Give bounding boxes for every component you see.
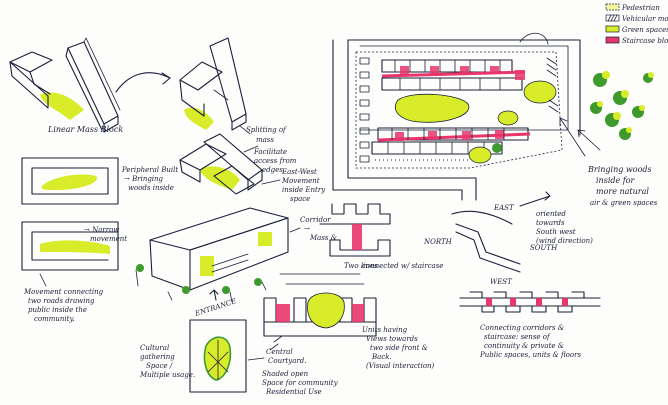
note-connecting-roads-4: community. bbox=[34, 315, 75, 323]
note-bringing-woods-3: more natural bbox=[596, 187, 649, 196]
note-connecting-corridors-4: Public spaces, units & floors bbox=[479, 351, 581, 359]
note-facilitate-1: Facilitate bbox=[253, 148, 287, 156]
legend-staircase: Staircase block bbox=[622, 37, 668, 45]
note-splitting-2: mass bbox=[256, 136, 274, 144]
label-linear-mass: Linear Mass Block bbox=[47, 125, 123, 134]
note-connecting-roads-2: two roads drawing bbox=[28, 297, 95, 305]
legend-green: Green spaces bbox=[622, 26, 668, 34]
label-west: WEST bbox=[490, 278, 513, 286]
two-lines-diagram: Two lines connected w/ staircase bbox=[320, 204, 443, 270]
note-oriented-1: oriented bbox=[536, 210, 566, 218]
label-north: NORTH bbox=[423, 238, 453, 246]
note-cultural-4: Multiple usage. bbox=[139, 371, 195, 379]
note-east-west-4: space bbox=[290, 195, 310, 203]
split-mass-sketch: Splitting of mass bbox=[180, 38, 287, 144]
note-units-having-3: two side front & bbox=[370, 344, 428, 352]
note-connecting-roads-1: Movement connecting bbox=[23, 288, 104, 296]
note-units-having-2: Views towards bbox=[366, 335, 418, 343]
label-east: EAST bbox=[493, 204, 515, 212]
label-south: SOUTH bbox=[530, 244, 558, 252]
orientation-diagram: EAST NORTH SOUTH WEST oriented towards S… bbox=[423, 192, 593, 286]
facilitate-access-sketch: Facilitate access from edges East-West M… bbox=[180, 134, 326, 203]
connecting-corridor-diagram: Connecting corridors & staircase: sense … bbox=[460, 292, 600, 359]
top-row-blocks bbox=[382, 60, 525, 90]
narrow-movement-plan: → Narrow movement Movement connecting tw… bbox=[22, 222, 127, 323]
note-corridor-3: Mass & bbox=[309, 234, 337, 242]
perspective-building: ENTRANCE Corridor → Mass & bbox=[136, 208, 337, 318]
label-entrance: ENTRANCE bbox=[193, 297, 237, 318]
note-connecting-corridors-2: staircase: sense of bbox=[484, 333, 551, 341]
note-shaded-2: Space for community bbox=[262, 379, 339, 387]
note-corridor-1: Corridor bbox=[300, 216, 331, 224]
note-connecting-corridors-3: continuity & private & bbox=[484, 342, 564, 350]
linear-mass-sketch: Linear Mass Block bbox=[10, 38, 170, 134]
note-shaded-1: Shaded open bbox=[262, 370, 309, 378]
central-courtyard-diagram: Cultural gathering Space / Multiple usag… bbox=[139, 320, 339, 396]
note-peripheral-1: Peripheral Built bbox=[121, 166, 178, 174]
note-east-west-1: East-West bbox=[281, 168, 317, 176]
note-shaded-3: Residential Use bbox=[265, 388, 322, 396]
site-plan bbox=[333, 33, 654, 200]
note-units-having-4: Back. bbox=[371, 353, 392, 361]
note-facilitate-3: edges bbox=[262, 166, 283, 174]
note-cultural-1: Cultural bbox=[140, 344, 169, 352]
bottom-row-blocks bbox=[372, 128, 530, 154]
note-narrow-2: movement bbox=[90, 235, 127, 243]
note-central-1: Central bbox=[266, 348, 293, 356]
note-central-2: Courtyard. bbox=[268, 357, 306, 365]
note-two-lines-2: connected w/ staircase bbox=[362, 262, 443, 270]
legend: Pedestrian Vehicular movement Green spac… bbox=[606, 4, 668, 45]
note-bringing-woods-2: inside for bbox=[596, 176, 636, 185]
legend-pedestrian: Pedestrian bbox=[621, 4, 660, 12]
note-peripheral-3: woods inside bbox=[128, 184, 174, 192]
note-cultural-2: gathering bbox=[140, 353, 175, 361]
note-splitting-1: Splitting of bbox=[246, 126, 287, 134]
central-green-space bbox=[395, 94, 469, 122]
note-east-west-2: Movement bbox=[281, 177, 320, 185]
peripheral-plan: Peripheral Built → Bringing woods inside bbox=[22, 158, 178, 204]
note-narrow-1: → Narrow bbox=[84, 226, 119, 234]
note-east-west-3: inside Entry bbox=[282, 186, 326, 194]
legend-vehicular: Vehicular movement bbox=[622, 15, 668, 23]
note-corridor-2: → bbox=[304, 225, 310, 233]
note-peripheral-2: → Bringing bbox=[124, 175, 164, 183]
note-units-having-5: (Visual interaction) bbox=[366, 362, 435, 370]
note-bringing-woods-4: air & green spaces bbox=[590, 199, 658, 207]
tree-cluster bbox=[590, 71, 654, 140]
note-connecting-roads-3: public inside the bbox=[28, 306, 87, 314]
note-connecting-corridors-1: Connecting corridors & bbox=[480, 324, 564, 332]
note-bringing-woods-1: Bringing woods bbox=[587, 165, 652, 174]
note-facilitate-2: access from bbox=[254, 157, 297, 165]
note-cultural-3: Space / bbox=[146, 362, 173, 370]
note-oriented-3: South west bbox=[536, 228, 576, 236]
note-oriented-2: towards bbox=[536, 219, 565, 227]
note-oriented-4: (wind direction) bbox=[536, 237, 593, 245]
edge-houses bbox=[360, 58, 369, 162]
note-units-having-1: Units having bbox=[362, 326, 408, 334]
